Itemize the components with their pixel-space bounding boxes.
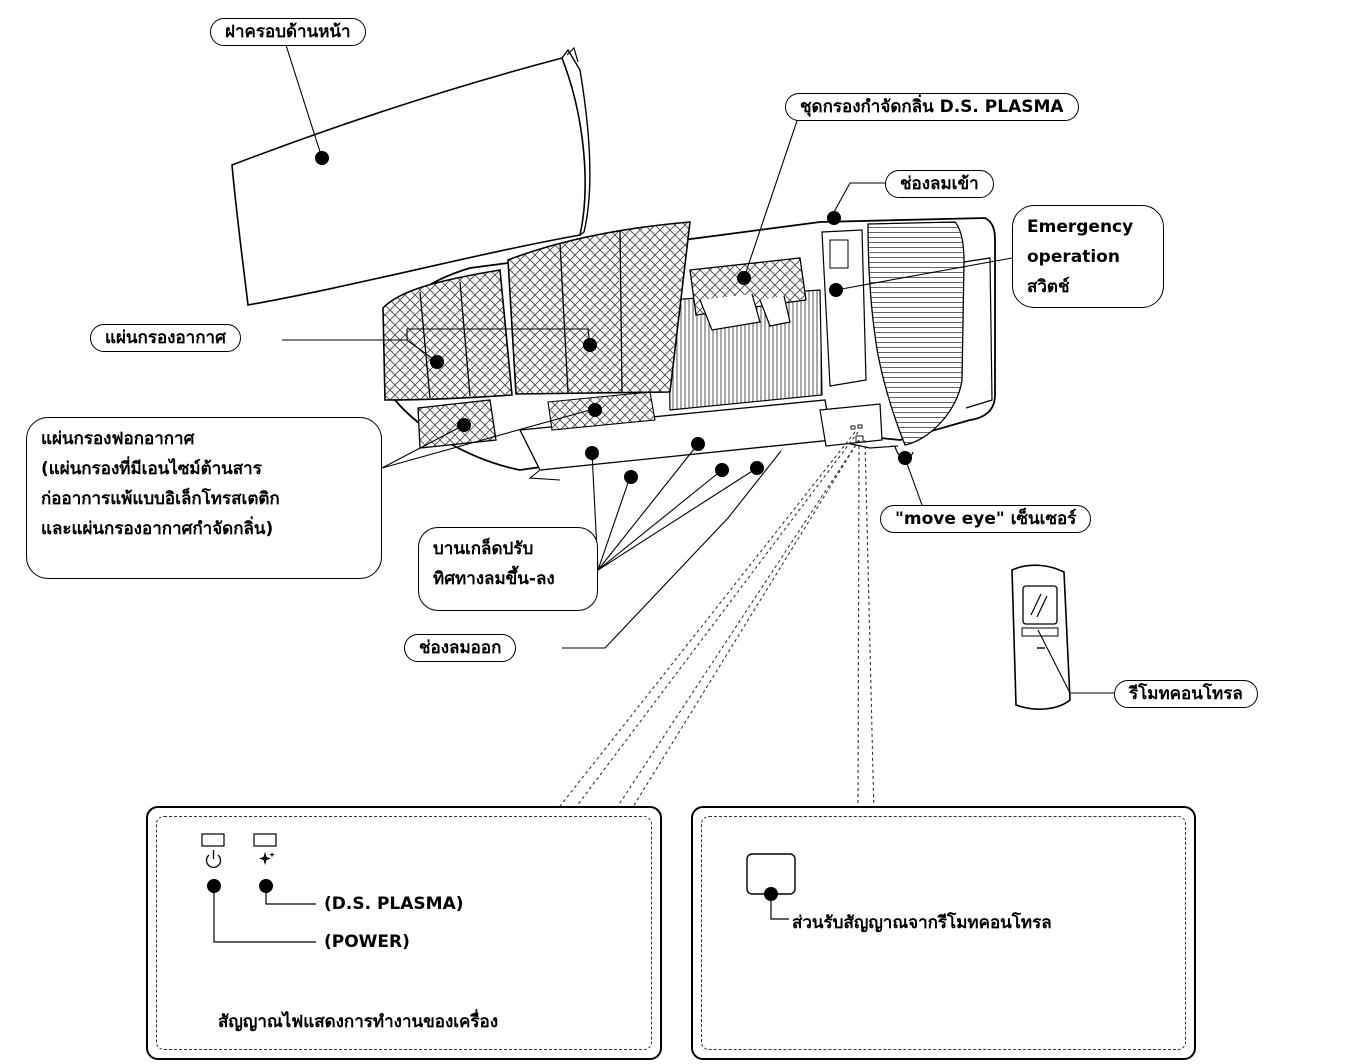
plasma-lamp <box>259 879 273 893</box>
receiver-label: ส่วนรับสัญญาณจากรีโมทคอนโทรล <box>792 909 1052 936</box>
label-purifying-line3: ก่ออาการแพ้แบบอิเล็กโทรสเตติก <box>41 484 367 514</box>
label-purifying-line1: แผ่นกรองฟอกอากาศ <box>41 424 367 454</box>
marker-air-inlet <box>827 211 841 225</box>
label-front-cover: ฝาครอบด้านหน้า <box>210 18 366 46</box>
label-emergency-line3: สวิตช์ <box>1027 272 1149 302</box>
remote-control-illustration <box>1012 565 1070 709</box>
plasma-sparkle-icon <box>259 852 275 865</box>
label-purifying-line2: (แผ่นกรองที่มีเอนไซม์ต้านสาร <box>41 454 367 484</box>
label-move-eye-sensor: "move eye" เซ็นเซอร์ <box>880 505 1091 533</box>
marker-flap-2 <box>624 470 638 484</box>
zoom-lines <box>553 432 874 815</box>
power-icon <box>207 850 221 867</box>
indicator-ds-plasma-label: (D.S. PLASMA) <box>324 894 464 914</box>
marker-purifying-2 <box>588 403 602 417</box>
label-emergency-line2: operation <box>1027 242 1149 272</box>
label-air-inlet: ช่องลมเข้า <box>885 170 994 198</box>
label-air-filter: แผ่นกรองอากาศ <box>90 324 241 352</box>
label-flap-line1: บานเกล็ดปรับ <box>433 534 583 564</box>
indicator-power-label: (POWER) <box>324 932 410 952</box>
marker-front-cover <box>315 151 329 165</box>
label-purifying-line4: และแผ่นกรองอากาศกำจัดกลิ่น) <box>41 514 367 544</box>
marker-purifying-1 <box>457 418 471 432</box>
label-flap: บานเกล็ดปรับ ทิศทางลมขึ้น-ลง <box>418 527 598 611</box>
marker-outlet <box>691 437 705 451</box>
label-emergency-line1: Emergency <box>1027 212 1149 242</box>
indicator-caption: สัญญาณไฟแสดงการทำงานของเครื่อง <box>218 1008 498 1035</box>
marker-filter-1 <box>430 355 444 369</box>
marker-ds-plasma <box>737 271 751 285</box>
power-lamp <box>207 879 221 893</box>
marker-flap-1 <box>585 446 599 460</box>
marker-sensor <box>898 451 912 465</box>
receiver-panel: ส่วนรับสัญญาณจากรีโมทคอนโทรล <box>691 806 1196 1060</box>
label-emergency-switch: Emergency operation สวิตช์ <box>1012 205 1164 308</box>
indicator-panel: (D.S. PLASMA) (POWER) สัญญาณไฟแสดงการทำง… <box>146 806 662 1060</box>
marker-flap-4 <box>750 461 764 475</box>
marker-emergency <box>829 283 843 297</box>
label-ds-plasma-unit: ชุดกรองกำจัดกลิ่น D.S. PLASMA <box>785 93 1079 121</box>
label-air-outlet: ช่องลมออก <box>404 634 516 662</box>
label-remote-control: รีโมทคอนโทรล <box>1114 680 1258 708</box>
label-purifying-filter: แผ่นกรองฟอกอากาศ (แผ่นกรองที่มีเอนไซม์ต้… <box>26 417 382 579</box>
marker-filter-2 <box>583 338 597 352</box>
label-flap-line2: ทิศทางลมขึ้น-ลง <box>433 564 583 594</box>
marker-flap-3 <box>715 463 729 477</box>
receiver-marker <box>764 887 778 901</box>
